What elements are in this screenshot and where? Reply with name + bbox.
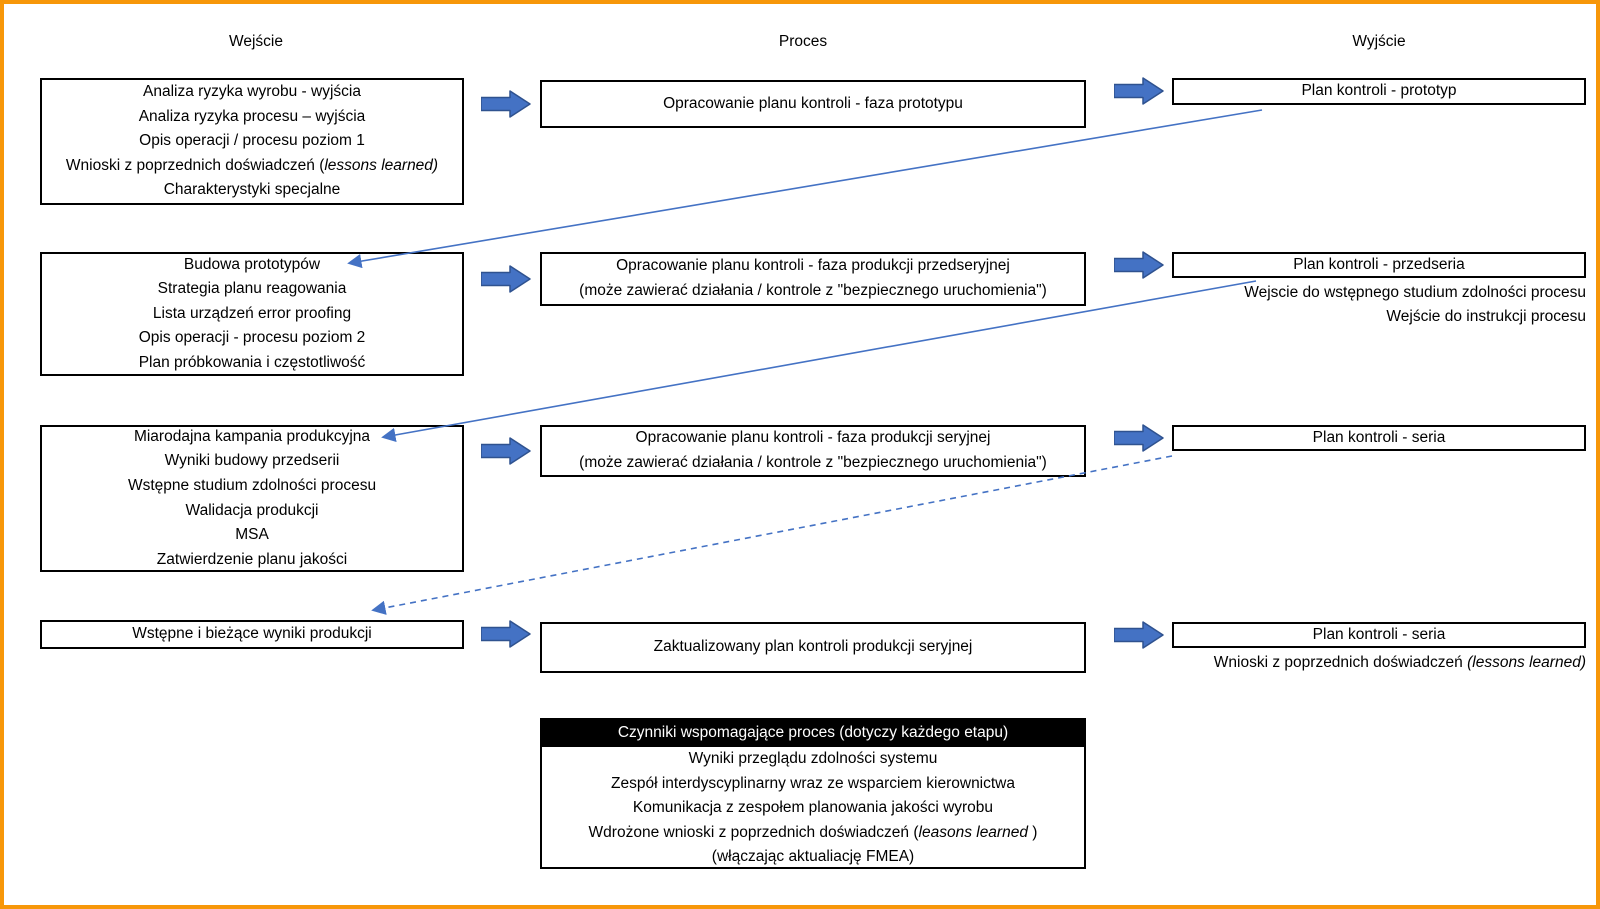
flow-arrow-icon <box>1114 251 1164 279</box>
box-line-text: Wnioski z poprzednich doświadczeń ( <box>65 156 325 174</box>
box-line: Miarodajna kampania produkcyjna <box>133 427 371 445</box>
box-line: Wnioski z poprzednich doświadczeń (lesso… <box>42 154 462 179</box>
column-header-process: Proces <box>778 33 828 50</box>
flow-arrow-icon <box>481 620 531 648</box>
note-line: Wejscie do wstępnego studium zdolności p… <box>1244 284 1586 301</box>
box-line: Analiza ryzyka procesu – wyjścia <box>138 107 366 125</box>
box-line: Zatwierdzenie planu jakości <box>156 550 348 568</box>
box-line: Plan kontroli - seria <box>1312 428 1446 446</box>
row3-output-box: Plan kontroli - seria <box>1172 425 1586 451</box>
box-line: Budowa prototypów <box>183 255 321 273</box>
box-line: Wyniki budowy przedserii <box>164 452 340 470</box>
column-header-output: Wyjście <box>1352 33 1406 50</box>
box-line: Strategia planu reagowania <box>157 280 347 298</box>
box-line: Opis operacji - procesu poziom 2 <box>138 329 366 347</box>
flow-arrow-icon <box>481 437 531 465</box>
box-line: Zespół interdyscyplinarny wraz ze wsparc… <box>611 774 1015 792</box>
row3-process-box: Opracowanie planu kontroli - faza produk… <box>540 425 1086 477</box>
box-line-text: Wdrożone wnioski z poprzednich doświadcz… <box>588 823 919 841</box>
box-line: Opracowanie planu kontroli - faza produk… <box>616 257 1010 275</box>
note-italic: (lessons learned) <box>1467 654 1586 671</box>
box-line: Opracowanie planu kontroli - faza produk… <box>635 429 991 447</box>
box-line: Plan kontroli - przedseria <box>1293 255 1465 273</box>
flow-arrow-icon <box>1114 424 1164 452</box>
box-line: Opis operacji / procesu poziom 1 <box>139 132 365 150</box>
box-line: Wdrożone wnioski z poprzednich doświadcz… <box>542 821 1084 846</box>
row4-input-box: Wstępne i bieżące wyniki produkcji <box>40 620 464 649</box>
note-text: Wnioski z poprzednich doświadczeń <box>1213 654 1468 671</box>
box-line: (włączając aktualiację FMEA) <box>711 848 915 866</box>
box-line: (może zawierać działania / kontrole z "b… <box>579 454 1047 471</box>
box-line-italic: lessons learned) <box>324 156 439 174</box>
box-line: Wyniki przeglądu zdolności systemu <box>688 750 938 767</box>
column-header-input: Wejście <box>229 33 283 50</box>
support-box-body: Wyniki przeglądu zdolności systemu Zespó… <box>542 747 1084 870</box>
box-line: Plan kontroli - seria <box>1312 625 1446 643</box>
row1-process-box: Opracowanie planu kontroli - faza protot… <box>540 80 1086 128</box>
flow-arrow-icon <box>481 265 531 293</box>
note-line: Wejście do instrukcji procesu <box>1386 308 1586 325</box>
box-line: Walidacja produkcji <box>185 501 319 519</box>
row4-process-box: Zaktualizowany plan kontroli produkcji s… <box>540 622 1086 673</box>
connector-prototype-to-build <box>347 109 1263 269</box>
row3-input-box: Miarodajna kampania produkcyjna Wyniki b… <box>40 425 464 572</box>
box-line: Analiza ryzyka wyrobu - wyjścia <box>143 83 361 101</box>
row4-output-note: Wnioski z poprzednich doświadczeń (lesso… <box>904 651 1586 675</box>
row2-output-note: Wejscie do wstępnego studium zdolności p… <box>904 281 1586 329</box>
box-line-italic: leasons learned <box>918 823 1028 841</box>
box-line: Zaktualizowany plan kontroli produkcji s… <box>653 638 973 656</box>
box-line: Komunikacja z zespołem planowania jakośc… <box>632 799 994 817</box>
box-line: Opracowanie planu kontroli - faza protot… <box>663 94 963 112</box>
note-line: Wnioski z poprzednich doświadczeń (lesso… <box>904 651 1586 675</box>
support-box: Czynniki wspomagające proces (dotyczy ka… <box>540 718 1086 869</box>
box-line: Charakterystyki specjalne <box>163 181 341 199</box>
support-box-header: Czynniki wspomagające proces (dotyczy ka… <box>542 720 1084 747</box>
box-line: Wstępne i bieżące wyniki produkcji <box>132 625 372 643</box>
box-line: Wstępne studium zdolności procesu <box>127 476 377 494</box>
flow-arrow-icon <box>1114 621 1164 649</box>
box-line: Lista urządzeń error proofing <box>152 304 352 322</box>
row1-input-box: Analiza ryzyka wyrobu - wyjścia Analiza … <box>40 78 464 205</box>
row2-output-box: Plan kontroli - przedseria <box>1172 252 1586 278</box>
box-line: Plan próbkowania i częstotliwość <box>138 353 366 371</box>
box-line: Plan kontroli - prototyp <box>1301 82 1457 100</box>
row2-input-box: Budowa prototypów Strategia planu reagow… <box>40 252 464 376</box>
row1-output-box: Plan kontroli - prototyp <box>1172 78 1586 105</box>
box-line-text: ) <box>1027 823 1038 841</box>
box-line: MSA <box>235 526 269 544</box>
flow-arrow-icon <box>1114 77 1164 105</box>
row4-output-box: Plan kontroli - seria <box>1172 622 1586 648</box>
connector-series-to-results-dashed <box>371 455 1173 615</box>
flow-arrow-icon <box>481 90 531 118</box>
